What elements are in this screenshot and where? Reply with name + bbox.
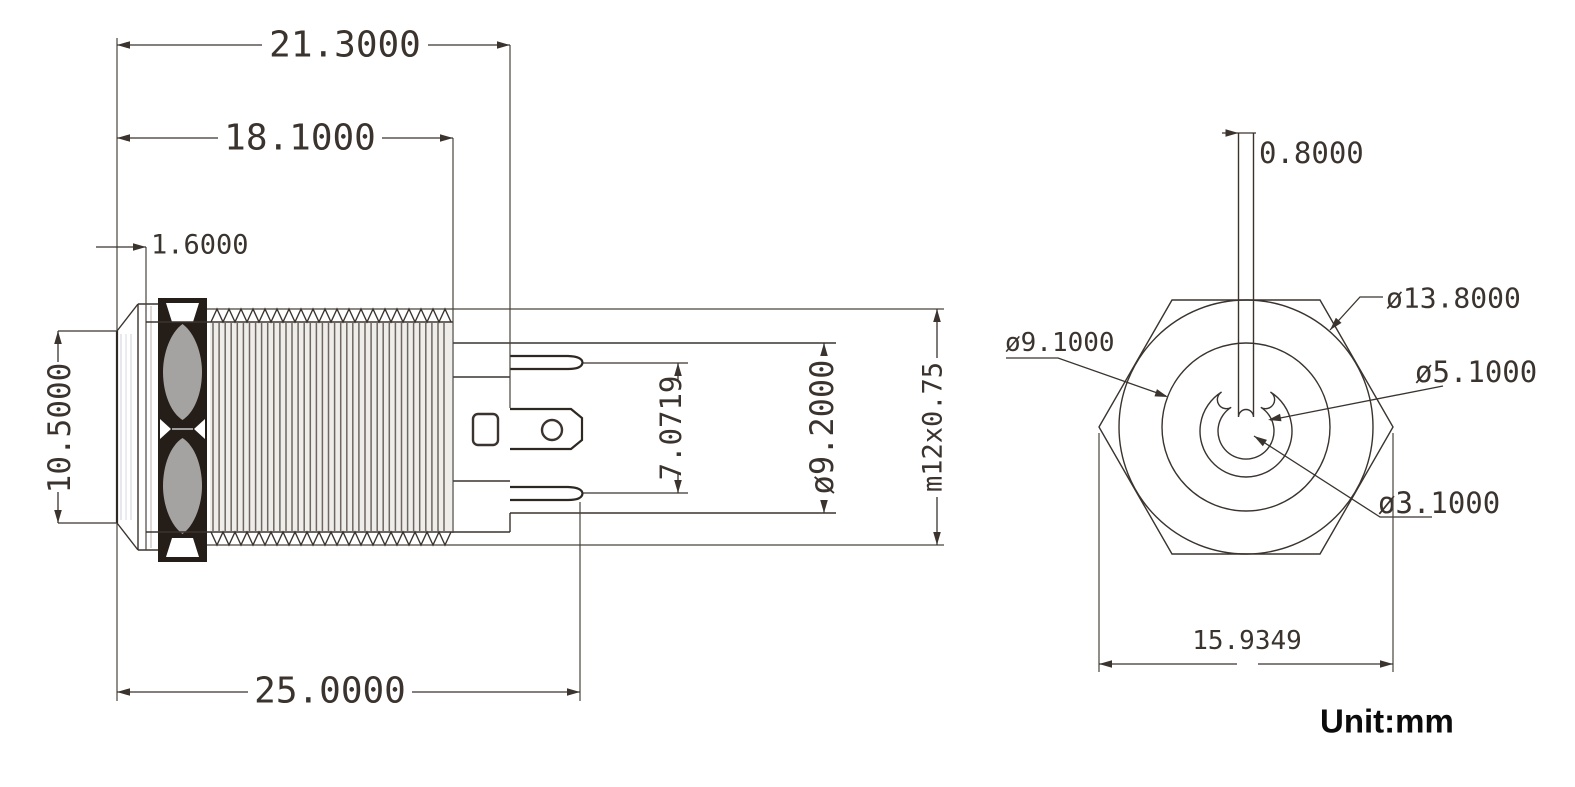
front-view: 0.8000 ø13.8000 ø9.1000 ø5.1000 ø3.1000 — [1005, 129, 1537, 672]
dim-13-8-label: ø13.8000 — [1386, 282, 1521, 315]
dim-18-1-label: 18.1000 — [224, 118, 376, 159]
dim-1-6-label: 1.6000 — [151, 230, 249, 261]
hex-body-outline — [1098, 299, 1394, 555]
dim-0-8: 0.8000 — [1222, 129, 1364, 170]
unit-note: Unit:mm — [1320, 703, 1454, 740]
dim-21-3-label: 21.3000 — [269, 25, 421, 66]
dim-25-0: 25.0000 — [117, 502, 581, 712]
terminal-pin-top — [510, 354, 584, 371]
dim-15-93: 15.9349 — [1098, 433, 1394, 672]
dim-9-1: ø9.1000 — [1005, 328, 1170, 401]
button-circle — [1161, 342, 1331, 512]
dim-1-6: 1.6000 — [96, 230, 249, 304]
dim-3-1-label: ø3.1000 — [1378, 486, 1500, 520]
dim-10-5-label: 10.5000 — [42, 363, 78, 494]
terminal-pin-bottom — [510, 485, 584, 502]
dim-0-8-label: 0.8000 — [1259, 136, 1364, 170]
dim-9-2-label: ø9.2000 — [803, 360, 841, 495]
terminal-blade-center — [510, 407, 584, 451]
terminal-hole — [540, 418, 564, 442]
dim-thread-spec: m12x0.75 — [918, 309, 949, 545]
dim-3-1: ø3.1000 — [1251, 432, 1500, 520]
dim-thread-spec-label: m12x0.75 — [918, 362, 949, 492]
dim-10-5: 10.5000 — [42, 330, 117, 524]
bezel-section — [158, 298, 207, 562]
dim-5-1-label: ø5.1000 — [1415, 355, 1537, 389]
dim-9-2: ø9.2000 — [803, 343, 841, 513]
dim-9-1-label: ø9.1000 — [1005, 328, 1115, 358]
thread-crests — [210, 307, 452, 547]
dim-21-3: 21.3000 — [117, 25, 511, 408]
power-symbol-ring — [1199, 391, 1293, 478]
side-view: 21.3000 18.1000 1.6000 10.5000 — [42, 25, 949, 712]
dim-7-07: 7.0719 — [583, 362, 688, 494]
bezel-circle — [1118, 299, 1374, 555]
dim-13-8: ø13.8000 — [1327, 282, 1521, 333]
dim-25-0-label: 25.0000 — [254, 671, 406, 712]
button-cap-profile — [115, 303, 158, 551]
terminals — [510, 354, 584, 502]
thread-lines — [212, 323, 445, 531]
dim-15-93-label: 15.9349 — [1192, 626, 1302, 656]
rear-housing — [453, 342, 836, 532]
power-symbol-slot — [1237, 133, 1255, 418]
dim-7-07-label: 7.0719 — [654, 376, 688, 481]
housing-slot-hole — [471, 412, 500, 447]
dim-18-1: 18.1000 — [117, 118, 454, 533]
dim-5-1: ø5.1000 — [1267, 355, 1537, 424]
threaded-barrel — [210, 307, 452, 547]
